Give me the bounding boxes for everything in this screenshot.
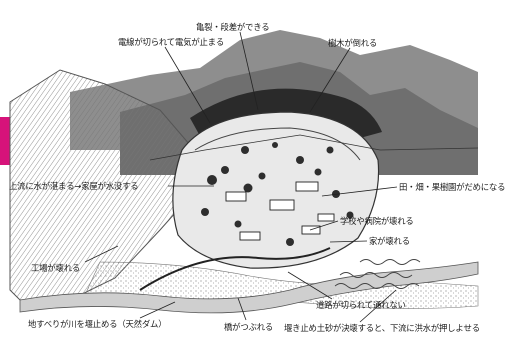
landslide-scarp [194,127,361,161]
label-natural-dam: 地すべりが川を堰止める（天然ダム） [28,319,167,329]
river [19,261,479,314]
label-upstream-flood: 上流に水が湛まる→家屋が水没する [9,181,139,191]
label-dam-breach: 堰き止め土砂が決壊すると、下流に洪水が押しよせる [284,323,480,333]
accent-tab [0,117,10,165]
power-line [149,134,479,161]
label-trees-fall: 樹木が倒れる [328,38,378,48]
landslide-body [172,111,380,269]
label-power-outage: 電線が切られて電気が止まる [118,37,225,47]
river-waves [334,259,421,289]
road [139,247,331,291]
label-bridge-crushed: 橋がつぶれる [224,322,274,332]
label-school-hospital: 学校や病院が壊れる [340,216,414,226]
leader-lines [84,31,398,323]
label-cracks: 亀裂・段差ができる [196,22,270,32]
label-factory-destroyed: 工場が壊れる [31,263,81,273]
label-fields-ruined: 田・畑・果樹園がだめになる [399,182,506,192]
label-houses-destroyed: 家が壊れる [369,236,410,246]
scattered-trees [201,142,354,246]
label-road-cut: 道路が切られて通れない [316,300,406,310]
